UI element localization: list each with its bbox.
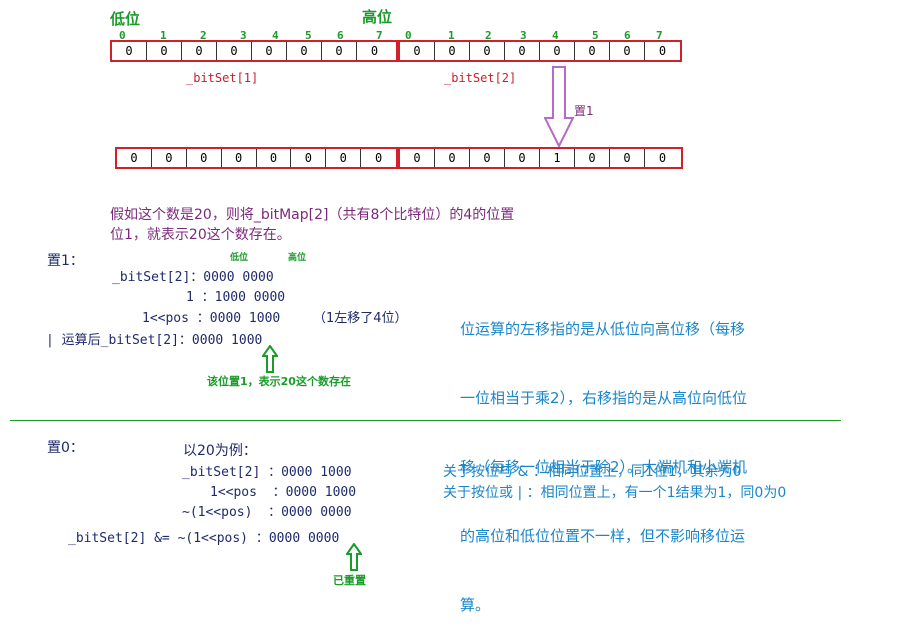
index-label: 1 (160, 29, 167, 42)
bit-cell: 0 (400, 42, 435, 60)
index-label: 2 (485, 29, 492, 42)
up-arrow-icon (346, 543, 362, 571)
set1-low-label: 低位 (230, 253, 249, 263)
bitset2-group-row1: 0 0 0 0 0 0 0 0 (398, 40, 682, 62)
section-divider (10, 420, 841, 421)
down-arrow-icon (544, 66, 574, 148)
bit-cell: 0 (658, 151, 667, 165)
high-bit-label: 高位 (362, 8, 393, 26)
bit-cell: 0 (117, 149, 152, 167)
shift-note-line: 的高位和低位位置不一样，但不影响移位运 (460, 527, 746, 545)
set1-caption: 该位置1，表示20这个数存在 (207, 375, 351, 388)
index-label: 4 (552, 29, 559, 42)
index-label: 1 (448, 29, 455, 42)
bit-cell: 0 (470, 42, 505, 60)
bit-cell: 0 (222, 149, 257, 167)
bit-cell: 0 (217, 42, 252, 60)
index-label: 7 (656, 29, 663, 42)
shift-note-line: 算。 (460, 596, 491, 614)
bit-cell: 0 (374, 151, 383, 165)
bit-cell: 0 (435, 42, 470, 60)
shift-note-line: 一位相当于乘2），右移指的是从高位向低位 (460, 389, 748, 407)
bit-cell: 0 (470, 149, 505, 167)
bit-cell: 0 (435, 149, 470, 167)
index-label: 5 (305, 29, 312, 42)
bit-cell: 0 (291, 149, 327, 167)
bitset2-group-row2: 0 0 0 0 1 0 0 0 (398, 147, 683, 169)
bit-cell: 0 (610, 42, 645, 60)
shift-note: 位运算的左移指的是从低位向高位移（每移 一位相当于乘2），右移指的是从高位向低位… (460, 272, 747, 640)
index-label: 6 (337, 29, 344, 42)
index-label: 2 (200, 29, 207, 42)
bitset1-group-row1: 0 0 0 0 0 0 0 0 (110, 40, 398, 62)
set0-line-2: 1<<pos ：0000 1000 (210, 485, 357, 500)
bitset2-label: _bitSet[2] (444, 71, 517, 85)
set1-title: 置1： (47, 253, 84, 269)
low-bit-label: 低位 (110, 10, 141, 28)
bitset1-group-row2: 0 0 0 0 0 0 0 0 (115, 147, 398, 169)
shift-note-line: 位运算的左移指的是从低位向高位移（每移 (460, 320, 746, 338)
bit-cell: 0 (112, 42, 147, 60)
set0-line-1: _bitSet[2] ：0000 1000 (182, 465, 352, 480)
or-explanation: 关于按位或 | ：相同位置上，有一个1结果为1，同0为0 (443, 485, 787, 501)
bit-cell: 0 (400, 149, 435, 167)
set1-high-label: 高位 (288, 253, 307, 263)
bit-cell: 0 (147, 42, 182, 60)
index-label: 7 (376, 29, 383, 42)
bit-cell: 0 (505, 42, 540, 60)
up-arrow-icon (262, 345, 278, 373)
set0-example: 以20为例： (183, 443, 257, 459)
and-explanation: 关于按位与 & ：相同位置上，同1位1，其余为0 (443, 464, 742, 480)
bit-cell: 0 (575, 149, 610, 167)
set0-title: 置0： (47, 440, 84, 456)
bit-cell: 0 (658, 44, 667, 58)
index-label: 6 (624, 29, 631, 42)
bit-cell: 0 (182, 42, 217, 60)
bit-cell: 0 (287, 42, 322, 60)
set1-line-3-note: （1左移了4位） (313, 311, 408, 326)
index-label: 0 (405, 29, 412, 42)
bit-cell: 0 (370, 44, 379, 58)
example-line-1: 假如这个数是20，则将_bitMap[2]（共有8个比特位）的4的位置 (110, 207, 515, 223)
index-label: 3 (240, 29, 247, 42)
index-label: 3 (520, 29, 527, 42)
index-label: 0 (119, 29, 126, 42)
bit-cell: 0 (152, 149, 187, 167)
bit-cell: 0 (505, 149, 540, 167)
bit-cell: 0 (257, 149, 292, 167)
example-line-2: 位1，就表示20这个数存在。 (110, 227, 291, 243)
index-label: 5 (592, 29, 599, 42)
set1-line-1: _bitSet[2]：0000 0000 (112, 270, 274, 285)
bit-cell: 0 (322, 42, 357, 60)
set1-line-4: | 运算后_bitSet[2]：0000 1000 (46, 333, 263, 348)
bit-cell: 0 (610, 149, 645, 167)
shift-note-line: 移（每移一位相当于除2）。大端机和小端机 (460, 458, 748, 476)
set0-line-4: _bitSet[2] &= ~(1<<pos) ：0000 0000 (68, 531, 340, 546)
set1-line-3: 1<<pos ：0000 1000 (142, 311, 281, 326)
bit-cell-set: 1 (540, 149, 575, 167)
set0-caption: 已重置 (333, 574, 366, 587)
index-label: 4 (272, 29, 279, 42)
bitset1-label: _bitSet[1] (186, 71, 259, 85)
set1-arrow-label: 置1 (574, 104, 594, 118)
bit-cell: 0 (252, 42, 287, 60)
set0-line-3: ~(1<<pos) ：0000 0000 (182, 505, 352, 520)
set1-line-2: 1 ：1000 0000 (186, 290, 286, 305)
bit-cell: 0 (540, 42, 575, 60)
bit-cell: 0 (575, 42, 610, 60)
bit-cell: 0 (187, 149, 222, 167)
bit-cell: 0 (326, 149, 362, 167)
